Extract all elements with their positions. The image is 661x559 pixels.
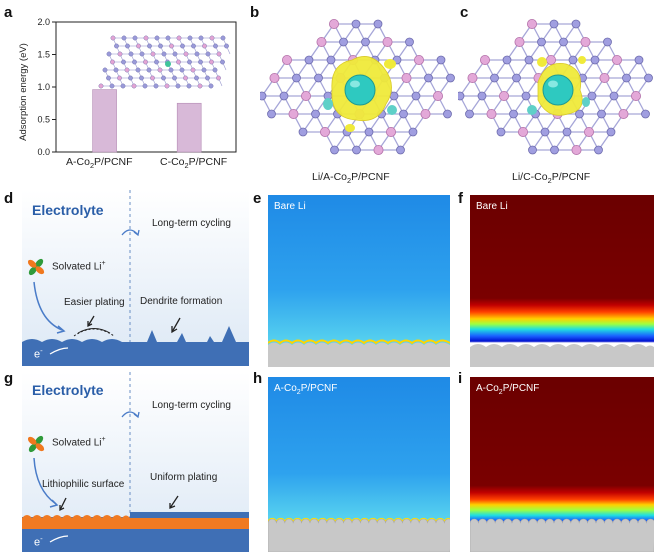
sim-label-e: Bare Li <box>274 201 306 212</box>
panel-label-b: b <box>250 4 260 21</box>
category-label-a-co2p: A-Co2P/PCNF <box>66 156 133 171</box>
panel-label-h: h <box>253 370 263 387</box>
structure-caption-c: Li/C-Co2P/PCNF <box>512 171 591 186</box>
lithiophilic-surface-label: Lithiophilic surface <box>42 479 125 490</box>
li-atom <box>542 74 574 106</box>
easier-plating-label: Easier plating <box>64 297 125 308</box>
panel-label-a: a <box>4 4 13 21</box>
schematic-d: Electrolyte Solvated Li+ Easier plating … <box>22 190 249 366</box>
electrolyte-title-g: Electrolyte <box>32 382 104 398</box>
y-tick-label: 0.5 <box>37 115 50 125</box>
bar-2 <box>176 102 202 153</box>
simulation-i: A-Co2P/PCNF <box>470 377 654 552</box>
structure-caption-b: Li/A-Co2P/PCNF <box>312 171 390 186</box>
structure-b <box>260 19 455 156</box>
simulation-e: Bare Li <box>268 195 450 367</box>
chart-ylabel: Adsorption energy (eV) <box>18 43 29 141</box>
structure-c <box>458 19 653 156</box>
uniform-plating-label: Uniform plating <box>150 472 218 483</box>
panel-label-c: c <box>460 4 469 21</box>
panel-label-g: g <box>4 370 14 387</box>
dendrite-formation-label: Dendrite formation <box>140 296 223 307</box>
long-term-cycling-label-d: Long-term cycling <box>152 218 231 229</box>
electron-label-d: e- <box>34 346 43 361</box>
solvated-li-label-g: Solvated Li+ <box>52 436 106 449</box>
electron-label-g: e- <box>34 534 43 549</box>
panel-label-i: i <box>458 370 463 387</box>
simulation-h: A-Co2P/PCNF <box>268 377 450 552</box>
y-tick-label: 1.0 <box>37 82 50 92</box>
y-tick-label: 0.0 <box>37 147 50 157</box>
sim-label-h: A-Co2P/PCNF <box>274 383 338 396</box>
electrolyte-title-d: Electrolyte <box>32 202 104 218</box>
bar-1 <box>92 89 117 153</box>
y-ticks: 0.0 0.5 1.0 1.5 2.0 <box>37 17 56 157</box>
li-atom <box>344 74 376 106</box>
panel-label-f: f <box>458 190 463 207</box>
y-tick-label: 1.5 <box>37 50 50 60</box>
simulation-f: Bare Li <box>470 195 654 367</box>
y-tick-label: 2.0 <box>37 17 50 27</box>
adsorption-bar-chart: Adsorption energy (eV) 0.0 0.5 1.0 1.5 2.0 <box>18 17 237 157</box>
solvated-li-label-d: Solvated Li+ <box>52 260 106 273</box>
chart-inset-structure <box>98 35 231 89</box>
sim-label-f: Bare Li <box>476 201 508 212</box>
long-term-cycling-label-g: Long-term cycling <box>152 400 231 411</box>
sim-label-i: A-Co2P/PCNF <box>476 383 540 396</box>
panel-label-e: e <box>253 190 262 207</box>
panel-label-d: d <box>4 190 14 207</box>
schematic-g: Electrolyte Solvated Li+ Lithiophilic su… <box>22 372 249 552</box>
chart-axes-frame <box>55 21 237 153</box>
category-label-c-co2p: C-Co2P/PCNF <box>160 156 228 171</box>
